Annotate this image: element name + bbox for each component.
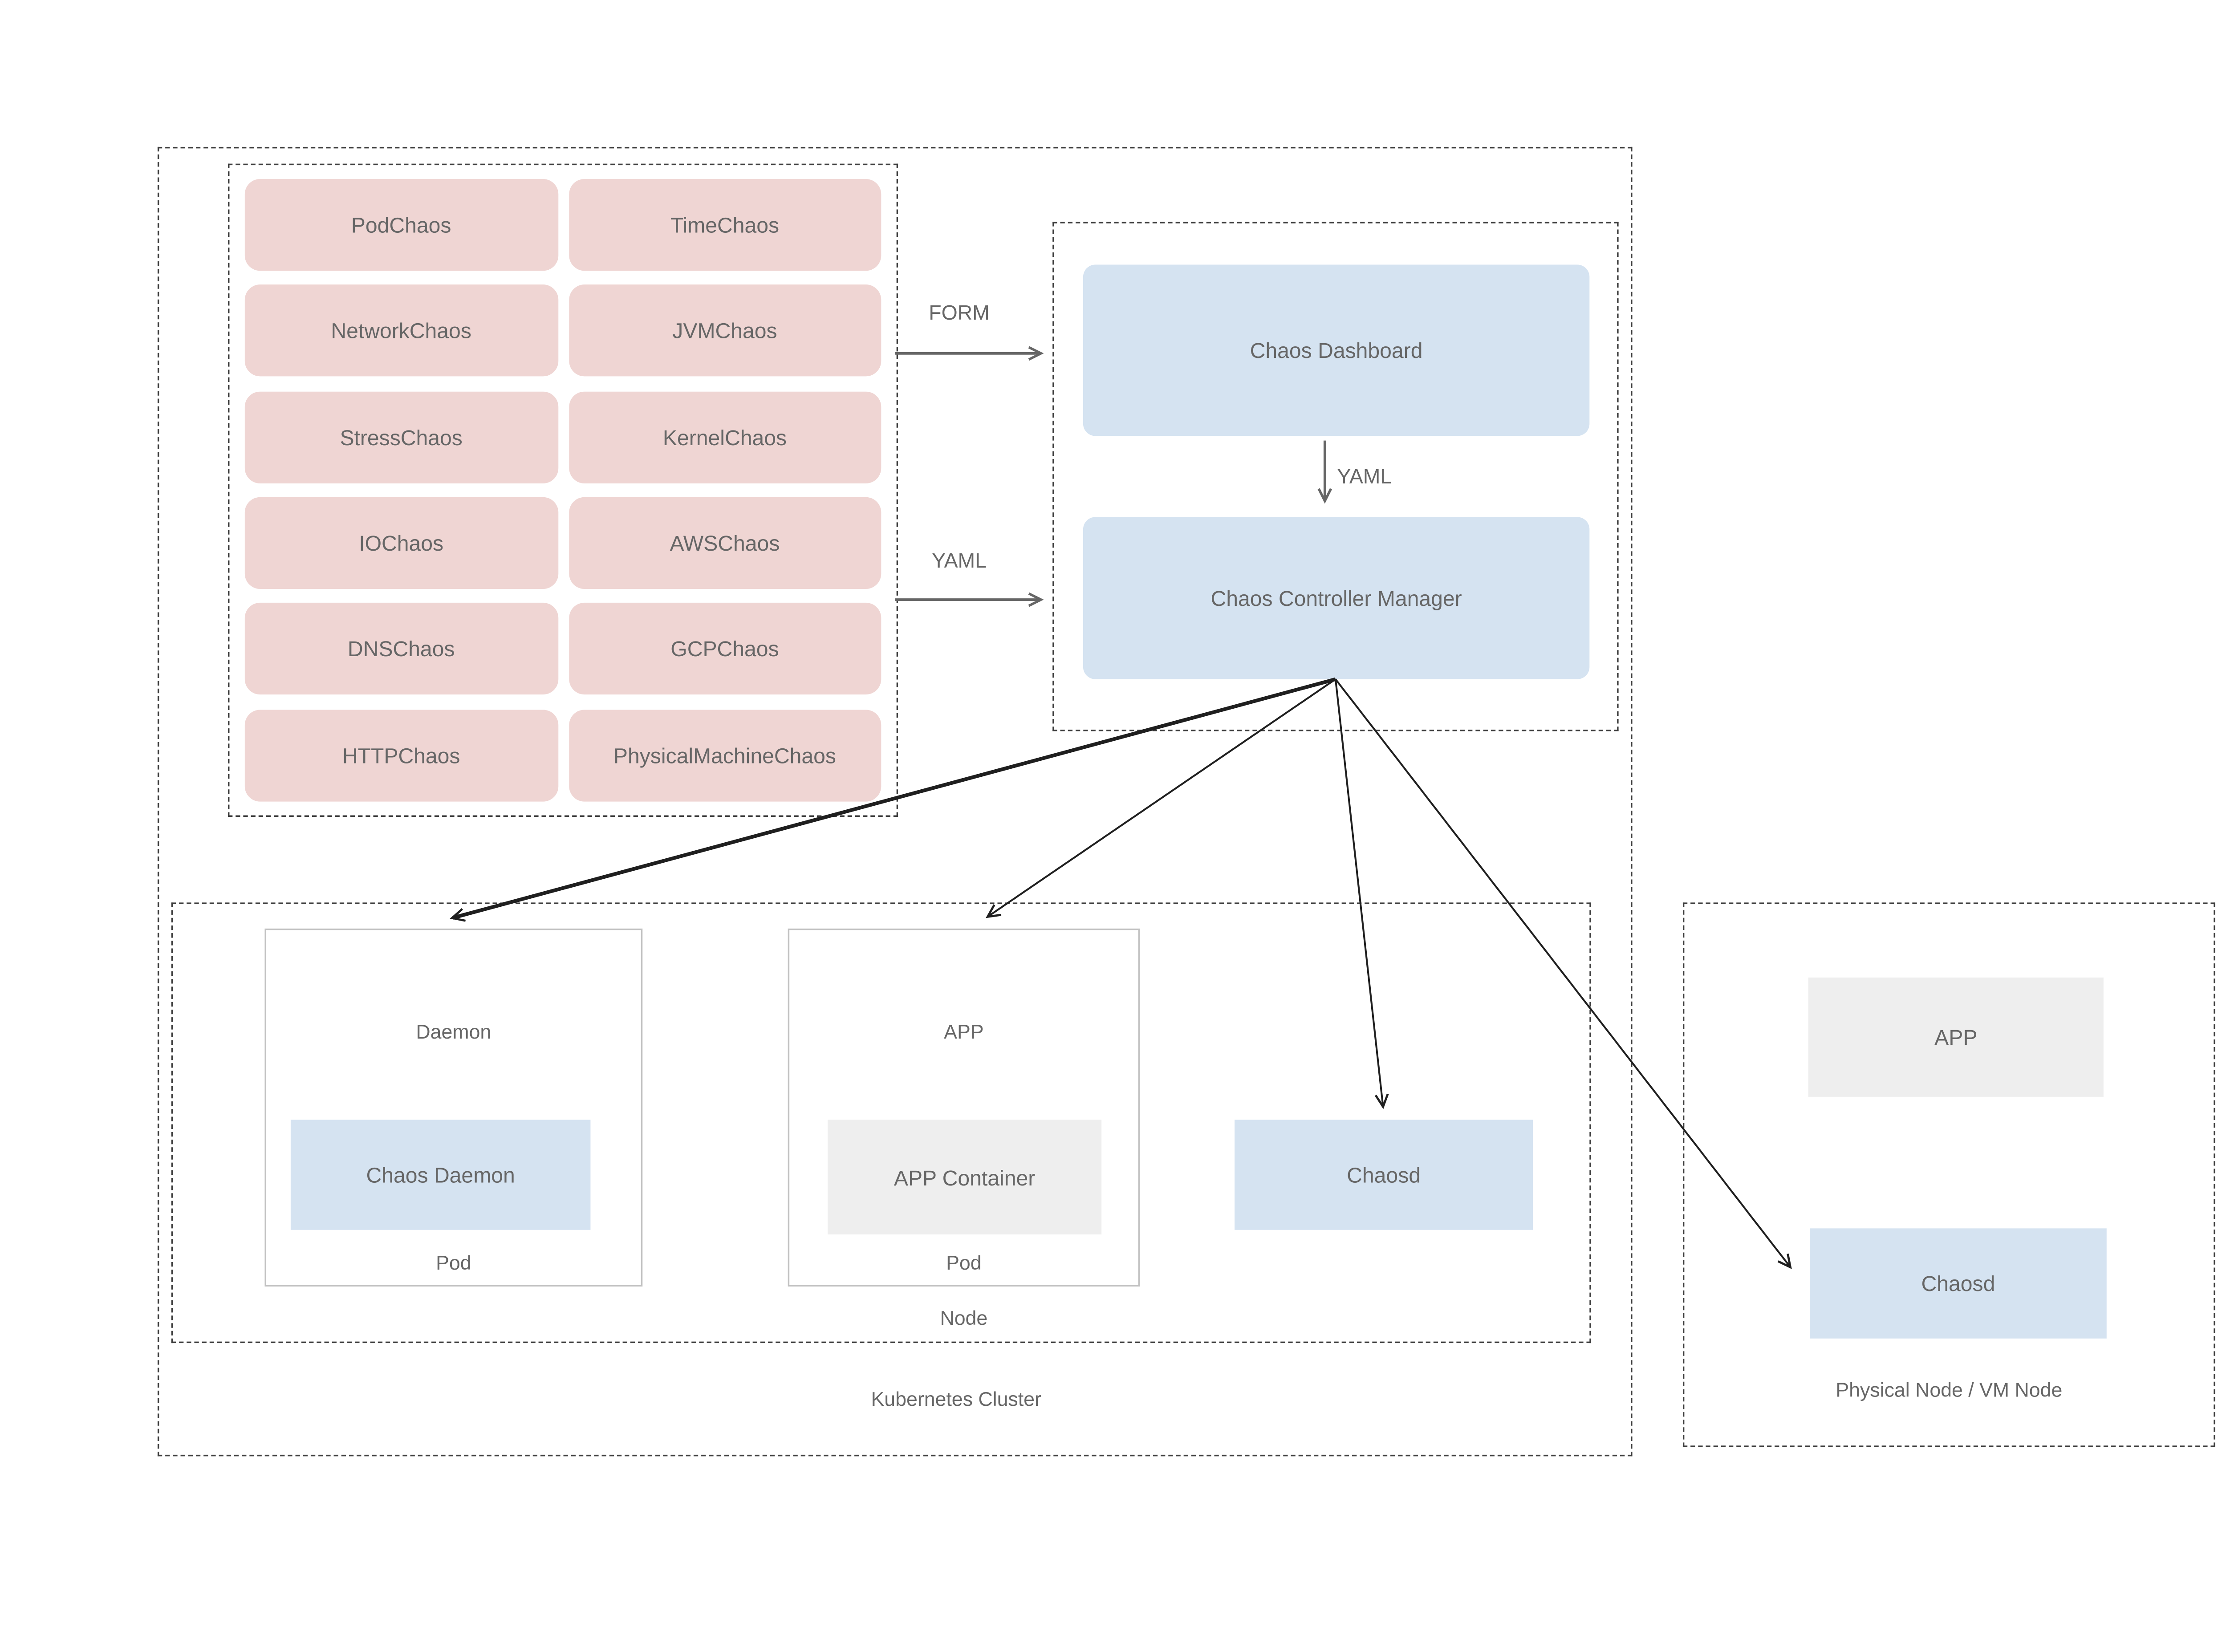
physical-app-box: APP — [1808, 977, 2104, 1097]
daemon-pod-title: Daemon — [416, 1020, 492, 1043]
chaos-type-box: HTTPChaos — [244, 709, 558, 801]
chaos-type-box: DNSChaos — [244, 603, 558, 695]
chaos-dashboard-box: Chaos Dashboard — [1083, 264, 1590, 436]
yaml-edge-label: YAML — [932, 549, 987, 572]
chaos-type-label: NetworkChaos — [331, 318, 471, 343]
chaos-type-label: IOChaos — [359, 531, 444, 556]
chaos-type-label: KernelChaos — [662, 425, 787, 450]
chaos-type-box: AWSChaos — [568, 497, 881, 589]
chaos-type-box: PhysicalMachineChaos — [568, 709, 881, 801]
physical-node-label: Physical Node / VM Node — [1836, 1378, 2063, 1401]
chaos-type-box: TimeChaos — [568, 179, 881, 271]
app-pod-title: APP — [944, 1020, 984, 1043]
chaos-type-box: KernelChaos — [568, 391, 881, 483]
chaos-type-box: PodChaos — [244, 179, 558, 271]
chaos-daemon-box: Chaos Daemon — [290, 1120, 591, 1230]
chaos-type-box: JVMChaos — [568, 285, 881, 377]
chaosd-node-label: Chaosd — [1347, 1162, 1421, 1187]
chaos-daemon-label: Chaos Daemon — [366, 1162, 515, 1187]
chaos-type-label: AWSChaos — [670, 531, 780, 556]
kubernetes-cluster-label: Kubernetes Cluster — [871, 1387, 1041, 1411]
chaos-types-grid: PodChaos TimeChaos NetworkChaos JVMChaos… — [228, 164, 898, 817]
yaml-internal-edge-label: YAML — [1337, 465, 1392, 488]
chaos-type-box: NetworkChaos — [244, 285, 558, 377]
chaos-type-label: GCPChaos — [670, 637, 779, 662]
chaos-type-box: GCPChaos — [568, 603, 881, 695]
app-pod-box: APP APP Container Pod — [788, 928, 1140, 1287]
node-label: Node — [940, 1306, 988, 1330]
chaos-type-box: IOChaos — [244, 497, 558, 589]
chaos-type-label: JVMChaos — [672, 318, 777, 343]
app-container-label: APP Container — [894, 1165, 1036, 1189]
chaos-controller-manager-box: Chaos Controller Manager — [1083, 517, 1590, 679]
physical-node-box: APP Chaosd Physical Node / VM Node — [1682, 902, 2215, 1447]
chaos-type-label: StressChaos — [340, 425, 463, 450]
chaos-controller-manager-label: Chaos Controller Manager — [1210, 586, 1462, 611]
physical-app-label: APP — [1934, 1025, 1978, 1050]
chaos-type-label: DNSChaos — [347, 637, 455, 662]
app-container-box: APP Container — [828, 1120, 1102, 1235]
chaos-dashboard-label: Chaos Dashboard — [1250, 338, 1423, 363]
form-edge-label: FORM — [929, 301, 990, 325]
physical-chaosd-label: Chaosd — [1921, 1271, 1995, 1296]
chaos-type-label: PhysicalMachineChaos — [613, 743, 836, 767]
chaos-type-label: HTTPChaos — [342, 743, 460, 767]
chaosd-node-box: Chaosd — [1235, 1120, 1533, 1230]
daemon-pod-footer: Pod — [436, 1251, 471, 1275]
app-pod-footer: Pod — [946, 1251, 982, 1275]
chaos-type-box: StressChaos — [244, 391, 558, 483]
chaos-type-label: PodChaos — [351, 212, 451, 237]
daemon-pod-box: Daemon Chaos Daemon Pod — [264, 928, 643, 1287]
chaos-type-label: TimeChaos — [670, 212, 780, 237]
physical-chaosd-box: Chaosd — [1810, 1228, 2107, 1339]
